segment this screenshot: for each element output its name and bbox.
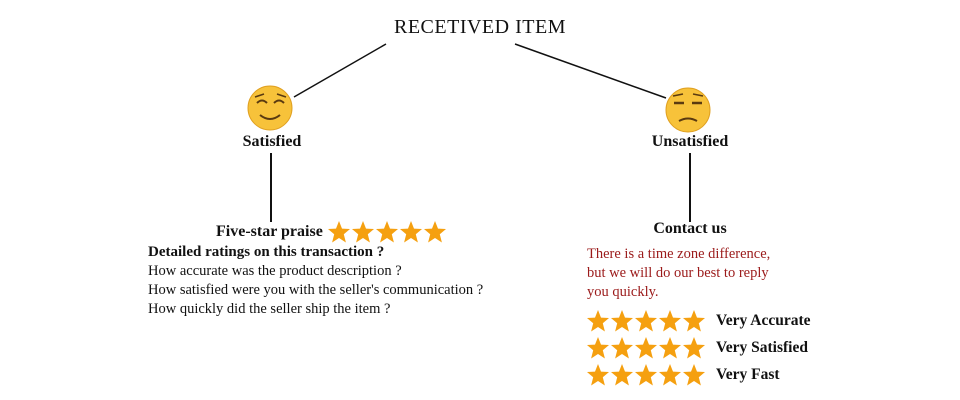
question-communication: How satisfied were you with the seller's… [148,282,484,298]
star-icon [635,309,657,331]
star-rating [586,363,706,387]
page-title: RECETIVED ITEM [394,16,566,38]
star-icon [587,336,609,358]
question-accuracy: How accurate was the product description… [148,263,402,279]
star-icon [587,309,609,331]
star-icon [351,221,374,243]
star-icon [611,309,633,331]
note-line: There is a time zone difference, [587,246,771,262]
star-icon [399,221,422,243]
star-icon [683,336,705,358]
star-icon [587,363,609,385]
question-shipping: How quickly did the seller ship the item… [148,301,391,317]
rating-label: Very Accurate [716,311,811,329]
star-icon [423,221,446,243]
connector-right [514,43,667,99]
star-icon [659,336,681,358]
star-icon [635,336,657,358]
star-icon [683,309,705,331]
time-zone-note: There is a time zone difference, but we … [587,245,770,302]
note-line: but we will do our best to reply [587,265,769,281]
star-icon [611,336,633,358]
unsatisfied-label: Unsatisfied [651,133,729,150]
rating-label: Very Fast [716,365,780,383]
smiling-face-icon [247,85,293,131]
five-star-praise: Five-star praise [216,220,447,244]
connector-left [293,43,387,98]
star-icon [683,363,705,385]
star-icon [375,221,398,243]
rating-row: Very Fast [586,361,811,388]
note-line: you quickly. [587,284,659,300]
rating-row: Very Satisfied [586,334,811,361]
detailed-ratings-heading: Detailed ratings on this transaction ? [148,244,385,260]
contact-us-heading: Contact us [653,220,727,237]
star-rating [586,336,706,360]
rating-questions: Detailed ratings on this transaction ? H… [148,243,483,319]
ratings-list: Very Accurate Very Satisfied Very Fast [586,307,811,388]
star-icon [327,221,350,243]
unamused-face-icon [665,87,711,133]
five-star-heading: Five-star praise [216,223,323,240]
rating-label: Very Satisfied [716,338,808,356]
star-rating [586,309,706,333]
star-icon [635,363,657,385]
star-icon [659,363,681,385]
satisfied-label: Satisfied [242,133,302,150]
star-icon [611,363,633,385]
star-rating [327,220,447,244]
star-icon [659,309,681,331]
rating-row: Very Accurate [586,307,811,334]
